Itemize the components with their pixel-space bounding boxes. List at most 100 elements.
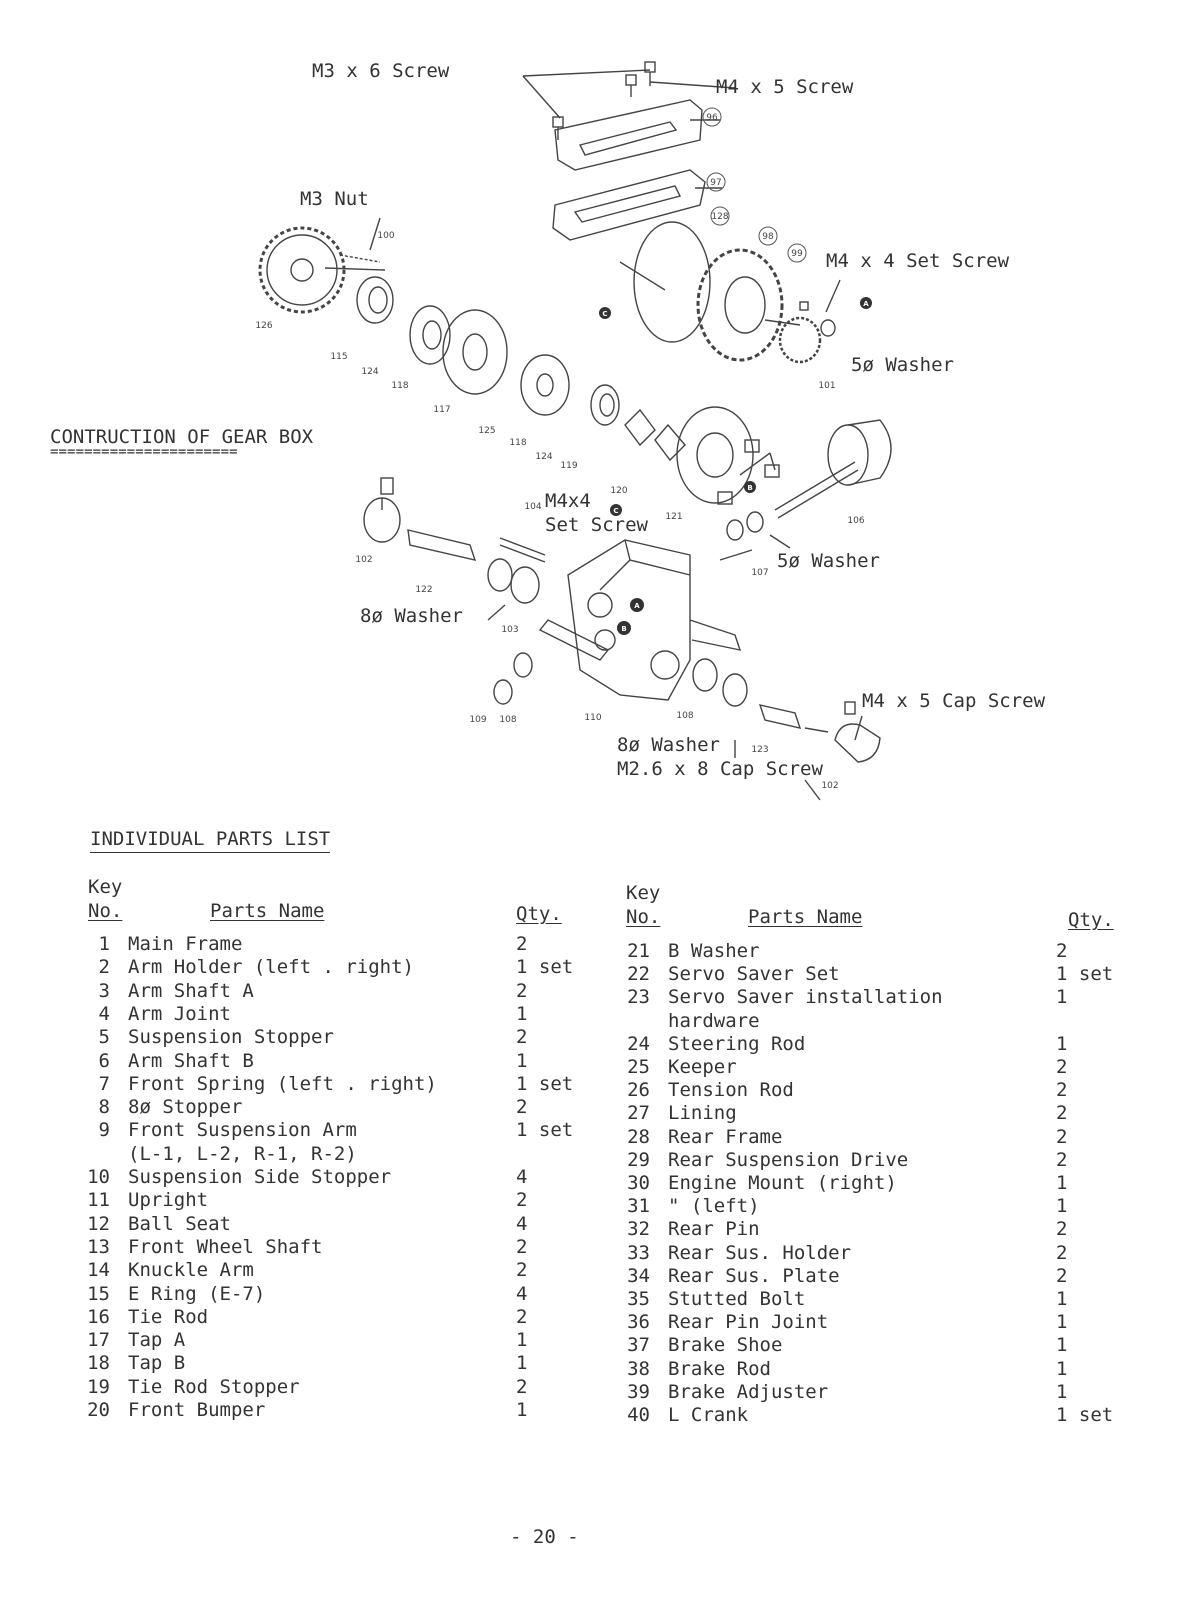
parts-list-heading: INDIVIDUAL PARTS LIST (90, 828, 331, 853)
part-qty: 1 (1056, 1357, 1068, 1380)
key-number: 6 (98, 1049, 110, 1072)
part-name: Brake Adjuster (668, 1380, 829, 1403)
svg-text:118: 118 (509, 438, 526, 448)
svg-text:125: 125 (478, 426, 495, 436)
svg-text:123: 123 (751, 745, 768, 755)
svg-text:106: 106 (847, 516, 864, 526)
svg-text:128: 128 (711, 212, 728, 222)
part-name: Keeper (668, 1056, 737, 1078)
svg-text:104: 104 (524, 502, 541, 512)
key-number: 1 (98, 933, 110, 955)
key-number: 30 (627, 1172, 650, 1194)
svg-text:122: 122 (415, 585, 432, 595)
svg-text:102: 102 (821, 781, 838, 791)
svg-text:124: 124 (535, 452, 552, 462)
part-qty: 2 (1056, 1102, 1068, 1125)
diagram-title-rule: ====================== (50, 444, 238, 460)
part-qty: 2 (516, 1375, 528, 1398)
part-name: Front Spring (left . right) (128, 1072, 437, 1095)
key-number: 24 (627, 1032, 650, 1055)
part-qty: 1 (516, 1002, 528, 1025)
diagram-title: CONTRUCTION OF GEAR BOX (50, 426, 314, 448)
part-qty: 1 (516, 1329, 528, 1352)
key-number: 34 (627, 1264, 650, 1287)
callout-m3-nut: M3 Nut (300, 188, 369, 210)
part-qty: 4 (516, 1166, 528, 1188)
key-number: 38 (627, 1357, 650, 1380)
svg-text:124: 124 (361, 367, 378, 377)
part-name: Tap A (128, 1329, 186, 1352)
part-name: 8ø Stopper (128, 1096, 243, 1119)
key-number: 16 (87, 1305, 110, 1328)
key-number: 39 (627, 1380, 650, 1403)
gear-box-exploded-diagram: A C B C A B 96 97 128 98 99 100 126 115 … (255, 61, 892, 801)
key-number: 19 (87, 1375, 110, 1398)
callout-m4x4-left: M4x4 (545, 490, 591, 512)
key-number: 22 (627, 963, 650, 986)
part-qty: 2 (516, 1259, 528, 1282)
left-header-parts-name: Parts Name (210, 900, 325, 922)
part-name: Engine Mount (right) (668, 1172, 897, 1194)
part-name: Suspension Side Stopper (128, 1166, 392, 1188)
part-name: Rear Pin (668, 1218, 760, 1241)
part-name: Main Frame (128, 933, 243, 955)
svg-text:C: C (602, 310, 607, 318)
part-name: Arm Joint (128, 1002, 231, 1025)
part-qty: 2 (1056, 1218, 1068, 1241)
key-number: 20 (87, 1399, 110, 1421)
left-header-no: No. (88, 900, 123, 922)
svg-text:117: 117 (433, 405, 450, 415)
part-name: L Crank (668, 1404, 749, 1426)
key-number: 35 (627, 1288, 650, 1310)
callout-m26x8-cap-screw: M2.6 x 8 Cap Screw (617, 758, 823, 780)
part-qty: 2 (516, 1189, 528, 1212)
part-qty: 4 (516, 1212, 528, 1235)
part-qty: 2 (516, 1026, 528, 1049)
part-qty: 1 (1056, 1032, 1068, 1055)
callout-m3x6-screw: M3 x 6 Screw (312, 60, 450, 82)
key-number: 37 (627, 1334, 650, 1357)
svg-text:120: 120 (610, 486, 627, 496)
part-name: Servo Saver installation (668, 986, 943, 1009)
part-name: Brake Rod (668, 1357, 771, 1380)
part-name: Tension Rod (668, 1079, 794, 1102)
svg-text:A: A (634, 602, 640, 610)
part-name: Tie Rod (128, 1305, 209, 1328)
part-qty: 2 (516, 1305, 528, 1328)
part-name: Stutted Bolt (668, 1288, 806, 1310)
svg-text:102: 102 (355, 555, 372, 565)
part-name: Brake Shoe (668, 1334, 783, 1357)
svg-text:B: B (621, 625, 626, 633)
svg-text:101: 101 (818, 381, 835, 391)
part-qty: 1 set (1056, 963, 1114, 986)
part-qty: 1 (1056, 1311, 1068, 1334)
part-qty: 1 (1056, 986, 1068, 1009)
svg-text:99: 99 (791, 249, 803, 259)
key-number: 31 (627, 1195, 650, 1218)
svg-text:109: 109 (469, 715, 486, 725)
part-qty: 2 (1056, 1241, 1068, 1264)
part-name: hardware (668, 1009, 760, 1032)
key-number: 13 (87, 1235, 110, 1258)
part-qty: 2 (1056, 1148, 1068, 1171)
svg-text:C: C (613, 507, 618, 515)
svg-text:107: 107 (751, 568, 768, 578)
part-qty: 2 (516, 1096, 528, 1119)
part-qty: 4 (516, 1282, 528, 1305)
part-name: Front Suspension Arm (128, 1119, 357, 1142)
key-number: 23 (627, 986, 650, 1009)
svg-text:98: 98 (762, 232, 774, 242)
right-header-parts-name: Parts Name (748, 906, 863, 928)
part-name: Rear Sus. Holder (668, 1241, 852, 1264)
part-qty: 1 (1056, 1334, 1068, 1357)
key-number: 17 (87, 1329, 110, 1352)
key-number: 29 (627, 1148, 650, 1171)
part-qty: 1 set (1056, 1404, 1114, 1426)
part-name: Arm Shaft B (128, 1049, 254, 1072)
right-header-key: Key (626, 882, 661, 904)
key-number: 27 (627, 1102, 650, 1125)
part-qty: 2 (516, 979, 528, 1002)
key-number: 28 (627, 1125, 650, 1148)
svg-text:108: 108 (499, 715, 516, 725)
part-qty: 1 (516, 1352, 528, 1375)
